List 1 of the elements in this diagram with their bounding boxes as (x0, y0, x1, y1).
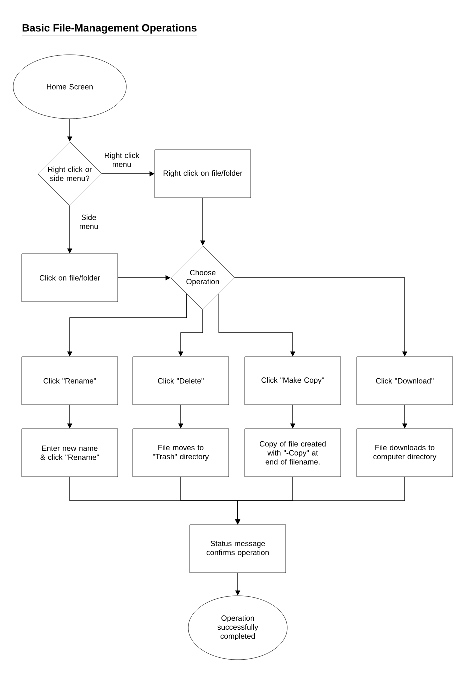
title: Basic File-Management Operations (22, 24, 198, 36)
